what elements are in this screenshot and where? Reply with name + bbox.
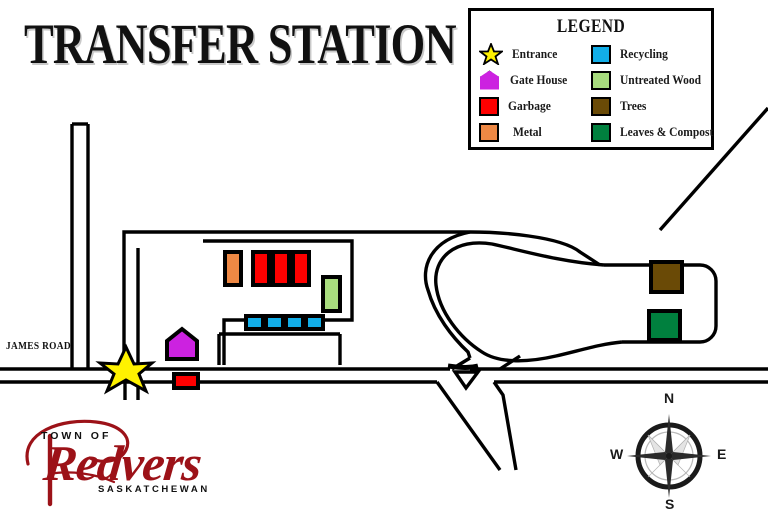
- legend-panel: LEGEND Entrance Gate House G: [468, 8, 714, 150]
- legend-label-gate-house: Gate House: [510, 72, 568, 87]
- pentagon-icon: [479, 70, 501, 91]
- median-nose: [447, 363, 479, 370]
- square-swatch-icon-recycling: [591, 44, 611, 64]
- map-recycling-bin-3: [284, 314, 305, 331]
- compass-label-south: S: [665, 496, 675, 512]
- map-garbage-bin-2: [271, 250, 291, 287]
- compass-rose: N S E W: [608, 390, 730, 518]
- legend-item-gate-house: Gate House: [479, 67, 591, 93]
- page-title: TRANSFER STATION: [24, 13, 457, 76]
- legend-label-leaves-compost: Leaves & Compost: [620, 124, 714, 139]
- legend-item-metal: Metal: [479, 119, 591, 145]
- map-trees-area: [649, 260, 684, 294]
- legend-label-recycling: Recycling: [620, 46, 668, 61]
- legend-heading: LEGEND: [556, 16, 626, 37]
- east-lane-outer: [604, 263, 718, 344]
- map-entrance-star: [95, 343, 157, 395]
- map-leaves-compost-area: [647, 309, 682, 342]
- logo-swoosh-icon: [25, 419, 130, 507]
- legend-item-leaves-compost: Leaves & Compost: [591, 119, 713, 145]
- legend-label-untreated-wood: Untreated Wood: [620, 72, 702, 87]
- loop-north-outer: [469, 230, 601, 267]
- map-metal-bin: [223, 250, 243, 287]
- road-south-branch-west: [435, 381, 502, 471]
- legend-column-left: Entrance Gate House Garbage Metal: [479, 41, 591, 145]
- turnaround-bulb: [434, 241, 623, 363]
- map-untreated-wood-bin: [321, 275, 342, 313]
- map-gate-house: [165, 326, 199, 361]
- legend-label-metal: Metal: [513, 124, 542, 139]
- map-garbage-bin-1: [251, 250, 271, 287]
- map-recycling-bin-2: [264, 314, 285, 331]
- square-swatch-icon-metal: [479, 122, 499, 142]
- map-recycling-bin-1: [244, 314, 265, 331]
- square-swatch-icon-trees: [591, 96, 611, 116]
- map-garbage-bin-roadside: [172, 372, 200, 390]
- compass-label-east: E: [717, 446, 727, 462]
- legend-item-entrance: Entrance: [479, 41, 591, 67]
- bulb-feed-east: [499, 354, 521, 371]
- legend-label-trees: Trees: [620, 98, 647, 113]
- median-triangle: [451, 370, 482, 391]
- legend-label-entrance: Entrance: [512, 46, 558, 61]
- star-icon: [479, 43, 503, 65]
- logo-province-text: SASKATCHEWAN: [98, 484, 210, 495]
- square-swatch-icon-garbage: [479, 96, 499, 116]
- square-swatch-icon-untreated-wood: [591, 70, 611, 90]
- road-label-james-road: JAMES ROAD: [6, 340, 71, 352]
- map-garbage-bin-3: [291, 250, 311, 287]
- legend-item-recycling: Recycling: [591, 41, 703, 67]
- road-diagonal-northeast: [658, 106, 768, 232]
- legend-column-right: Recycling Untreated Wood Trees Leaves & …: [591, 41, 713, 145]
- legend-label-garbage: Garbage: [508, 98, 551, 113]
- legend-item-garbage: Garbage: [479, 93, 591, 119]
- compass-label-west: W: [610, 446, 624, 462]
- road-entrance-drive-west: [122, 230, 470, 369]
- compass-rose-icon: [627, 414, 711, 498]
- loop-west-outer: [423, 230, 472, 359]
- compass-label-north: N: [664, 390, 675, 406]
- legend-item-untreated-wood: Untreated Wood: [591, 67, 703, 93]
- logo-town-of-text: TOWN OF: [41, 430, 112, 442]
- road-south-branch-east: [492, 381, 518, 471]
- map-recycling-bin-4: [304, 314, 325, 331]
- legend-item-trees: Trees: [591, 93, 703, 119]
- square-swatch-icon-leaves-compost: [591, 122, 611, 142]
- town-logo: TOWN OF Redvers SASKATCHEWAN: [10, 412, 210, 507]
